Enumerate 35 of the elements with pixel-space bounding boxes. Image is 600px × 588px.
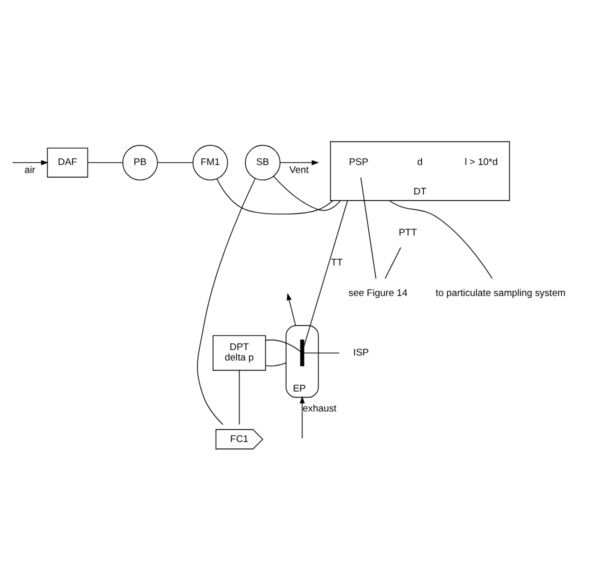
node-circle: PB <box>122 144 158 180</box>
cluster: EP <box>286 324 319 398</box>
node-text: PSP <box>349 156 368 168</box>
connector <box>197 177 256 424</box>
connector <box>88 162 123 163</box>
edge-label: exhaust <box>302 403 336 414</box>
arrow <box>300 396 305 438</box>
node-bar <box>300 339 304 366</box>
connector <box>265 339 301 352</box>
connector <box>216 178 334 214</box>
node-text: PTT <box>398 226 417 238</box>
node-text: ISP <box>353 346 369 358</box>
connector <box>303 200 348 347</box>
node-box: DAF <box>46 147 88 178</box>
node-box: DPT delta p <box>212 334 266 370</box>
edge-label: TT <box>330 257 343 268</box>
connector <box>304 352 340 353</box>
label: l > 10*d <box>464 156 498 168</box>
node-circle: FM1 <box>192 144 228 180</box>
connector <box>360 176 376 279</box>
connector <box>157 162 194 163</box>
node-text: see Figure 14 <box>348 287 408 298</box>
arrow <box>12 160 48 165</box>
arrow <box>286 292 296 326</box>
connector <box>238 370 240 424</box>
connector <box>388 200 493 278</box>
label: d <box>417 156 423 168</box>
edge-label: air <box>24 164 36 176</box>
edge-label: Vent <box>289 164 309 176</box>
connector <box>265 362 286 366</box>
connector <box>273 175 341 210</box>
connector <box>384 246 402 278</box>
arrow <box>280 160 320 165</box>
node-text: to particulate sampling system <box>436 287 566 298</box>
node-circle: SB <box>244 144 280 180</box>
